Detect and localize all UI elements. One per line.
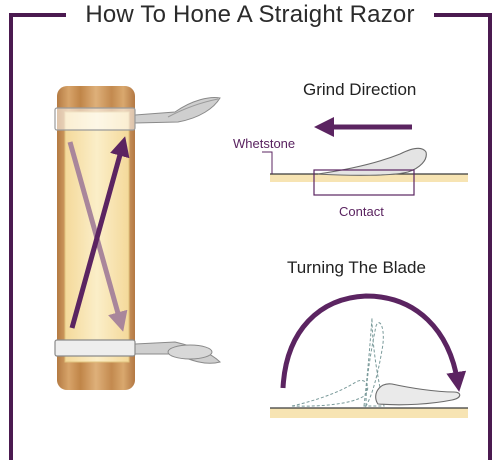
diagram-title: How To Hone A Straight Razor [85, 1, 415, 28]
turned-razor [375, 383, 461, 406]
contact-label: Contact [339, 204, 384, 219]
frame-top-left-border [9, 13, 66, 17]
stroke-arrow-down [67, 141, 128, 332]
whetstone-label: Whetstone [233, 136, 296, 151]
turning-whetstone-strip [270, 408, 468, 418]
razor-blade-top [54, 107, 136, 131]
stroke-arrow-up [69, 136, 130, 329]
razor-top [54, 97, 221, 131]
grind-direction-diagram [262, 117, 468, 196]
whetstone-strip [270, 174, 468, 182]
turning-arc-arrow [280, 293, 467, 392]
grind-direction-heading: Grind Direction [303, 80, 417, 99]
frame-right-border [488, 15, 492, 460]
razor-blade-bottom [54, 339, 136, 357]
whetstone-leader [262, 151, 273, 174]
frame-top-right-border [434, 13, 492, 17]
razor-profile [317, 147, 427, 176]
contact-box [313, 169, 415, 196]
turning-blade-heading: Turning The Blade [287, 258, 426, 277]
turning-blade-diagram [270, 293, 468, 418]
razor-bottom [54, 339, 221, 364]
frame-left-border [9, 15, 13, 460]
